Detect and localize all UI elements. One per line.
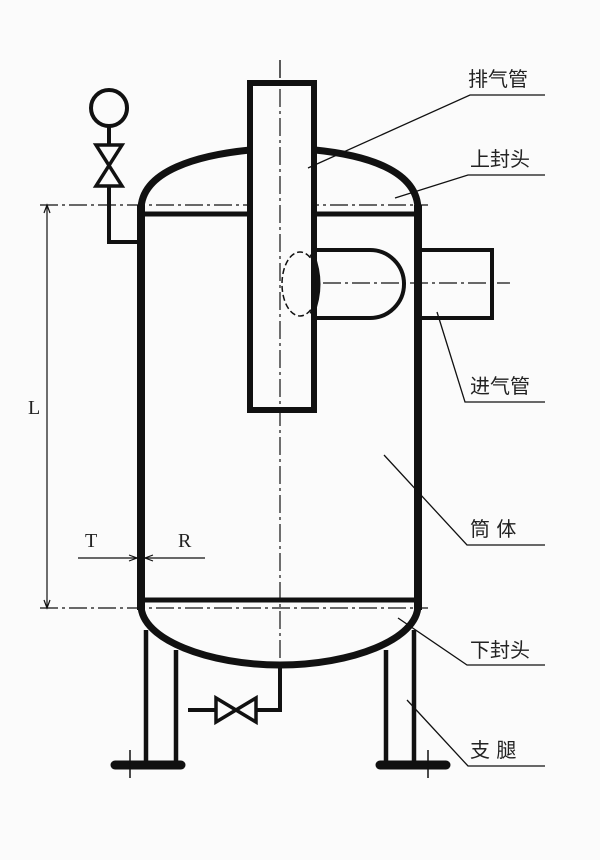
length-arrows: [43, 203, 51, 610]
label-legs: 支 腿: [470, 738, 516, 762]
top-valve-icon: [92, 143, 126, 188]
inlet-opening-edge: [309, 253, 321, 315]
thickness-arrows: [128, 554, 154, 562]
leader-lines: [307, 94, 545, 767]
label-shell: 筒 体: [470, 517, 516, 541]
inlet-pipe-inner: [315, 248, 406, 320]
dimension-t: T: [85, 530, 97, 552]
label-exhaust-pipe: 排气管: [468, 67, 528, 91]
upper-head-right: [314, 146, 422, 211]
vent-line: [107, 186, 141, 244]
left-leg: [143, 630, 179, 765]
exhaust-pipe: [247, 80, 317, 413]
label-upper-head: 上封头: [470, 147, 530, 171]
drain-line: [256, 665, 282, 712]
label-inlet-pipe: 进气管: [470, 374, 530, 398]
drain-valve-icon: [214, 694, 258, 726]
upper-head-left: [137, 146, 251, 211]
dimension-r: R: [178, 530, 192, 552]
right-leg: [383, 630, 417, 765]
dimension-l: L: [28, 397, 40, 419]
label-lower-head: 下封头: [470, 638, 530, 662]
inlet-pipe-outer: [420, 248, 494, 320]
pressure-gauge: [89, 88, 129, 128]
